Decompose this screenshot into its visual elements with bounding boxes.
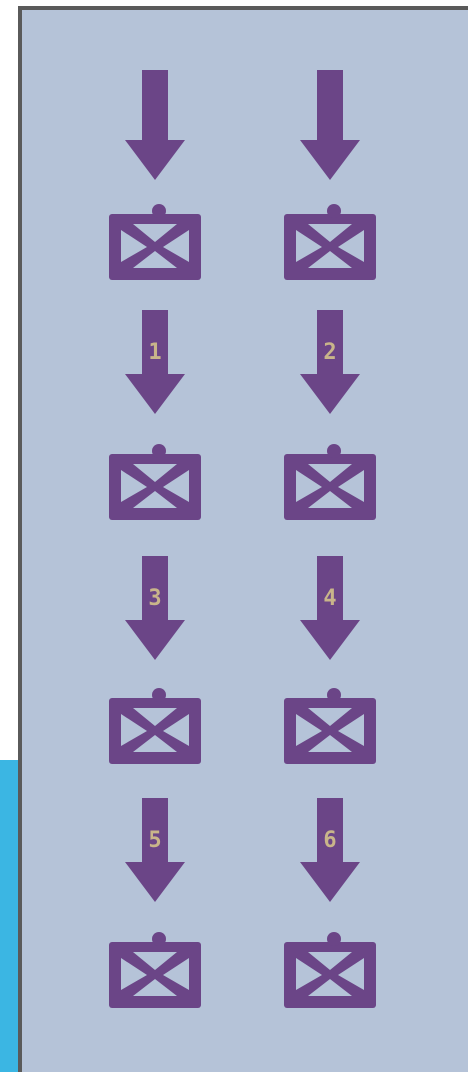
down-arrow-icon: [125, 556, 185, 660]
step-label: 1: [148, 339, 162, 365]
crossed-box-icon: [284, 688, 376, 764]
step-label: 4: [323, 585, 337, 611]
crossed-box-icon: [109, 444, 201, 520]
down-arrow-icon: [125, 798, 185, 902]
crossed-box-icon: [109, 204, 201, 280]
down-arrow-icon: [300, 70, 360, 180]
down-arrow-icon: [125, 70, 185, 180]
diagram-panel: [18, 6, 468, 1072]
down-arrow-icon: [300, 798, 360, 902]
crossed-box-icon: [284, 204, 376, 280]
down-arrow-icon: [125, 310, 185, 414]
step-label: 5: [148, 827, 162, 853]
down-arrow-icon: [300, 556, 360, 660]
down-arrow-icon: [300, 310, 360, 414]
crossed-box-icon: [109, 932, 201, 1008]
crossed-box-icon: [109, 688, 201, 764]
step-label: 3: [148, 585, 162, 611]
step-label: 2: [323, 339, 337, 365]
crossed-box-icon: [284, 932, 376, 1008]
crossed-box-icon: [284, 444, 376, 520]
step-label: 6: [323, 827, 337, 853]
